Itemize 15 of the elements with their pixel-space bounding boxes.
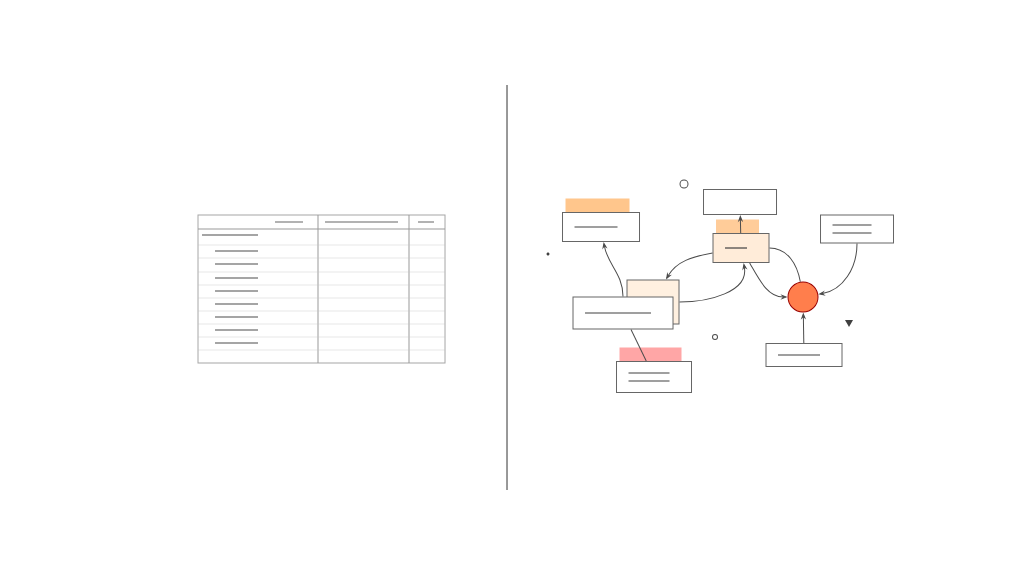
- arrow: [679, 263, 747, 303]
- placeholder-box: [820, 214, 894, 244]
- arrow: [819, 243, 858, 296]
- arrow: [602, 242, 624, 297]
- placeholder-box: [616, 347, 692, 393]
- placeholder-box: [572, 296, 674, 330]
- arrow: [801, 313, 806, 344]
- circle-node: [787, 281, 819, 313]
- placeholder-box: [712, 219, 770, 263]
- placeholder-box: [703, 189, 777, 215]
- placeholder-box: [765, 343, 843, 367]
- arrow: [666, 252, 713, 279]
- placeholder-box: [562, 198, 640, 242]
- arrow: [749, 262, 787, 299]
- arrow: [738, 215, 743, 234]
